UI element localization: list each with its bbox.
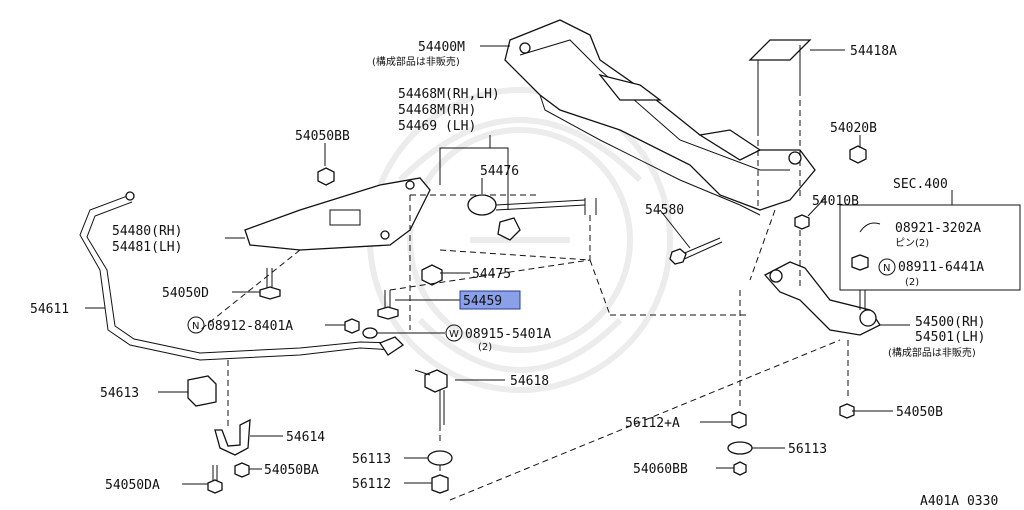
nut-54050BA[interactable]	[234, 462, 250, 478]
label-56112[interactable]: 56112	[352, 477, 391, 492]
label-08921-3202A[interactable]: 08921-3202A	[895, 221, 981, 236]
bolt-54050D[interactable]	[259, 268, 281, 300]
highlight-54459[interactable]	[459, 290, 521, 310]
label-56113-left[interactable]: 56113	[352, 452, 391, 467]
stabilizer-link-54618[interactable]	[414, 369, 448, 425]
watermark-emblem	[367, 87, 673, 393]
label-56112A[interactable]: 56112+A	[625, 416, 680, 431]
qty-08911: (2)	[905, 277, 919, 288]
label-08912-8401A[interactable]: 08912-8401A	[207, 319, 293, 334]
label-54050D[interactable]: 54050D	[162, 286, 209, 301]
label-54468M-rhlh[interactable]: 54468M(RH,LH)	[398, 87, 500, 102]
label-54469-lh[interactable]: 54469 (LH)	[398, 119, 476, 134]
label-08911-6441A[interactable]: 08911-6441A	[898, 260, 984, 275]
label-56113-right[interactable]: 56113	[788, 442, 827, 457]
qty-08915: (2)	[478, 342, 492, 353]
label-sec400[interactable]: SEC.400	[893, 177, 948, 192]
lower-arm-54500[interactable]	[763, 261, 881, 336]
marker-n-08911: N	[883, 263, 890, 274]
label-54020B[interactable]: 54020B	[830, 121, 877, 136]
bolt-54050DA[interactable]	[207, 465, 223, 494]
mount-56113-left[interactable]	[427, 450, 453, 466]
assembly-dashes	[199, 194, 849, 501]
bracket-54480[interactable]	[244, 177, 431, 251]
nut-54010B[interactable]	[794, 214, 810, 230]
label-54475[interactable]: 54475	[472, 267, 511, 282]
nut-08912-8401A[interactable]	[344, 318, 360, 334]
note-54500: (構成部品は非販売)	[888, 346, 976, 359]
label-54580[interactable]: 54580	[645, 203, 684, 218]
label-54500-rh[interactable]: 54500(RH)	[915, 315, 985, 330]
leader-lines	[85, 45, 953, 485]
bracket-54418A[interactable]	[748, 39, 812, 210]
nut-54020B[interactable]	[849, 145, 867, 164]
label-54459[interactable]: 54459	[463, 294, 502, 309]
label-54050DA[interactable]: 54050DA	[105, 478, 160, 493]
label-54476[interactable]: 54476	[480, 164, 519, 179]
sec400-box	[839, 204, 1021, 291]
nut-54050BB[interactable]	[317, 167, 335, 186]
washer-08915-5401A[interactable]	[362, 327, 378, 339]
stabilizer-bar-54611[interactable]	[79, 191, 405, 361]
note-54400M: (構成部品は非販売)	[372, 55, 460, 68]
label-54614[interactable]: 54614	[286, 430, 325, 445]
clamp-54614[interactable]	[214, 418, 251, 456]
label-54501-lh[interactable]: 54501(LH)	[915, 330, 985, 345]
part-54475[interactable]	[421, 264, 443, 286]
figure-code: A401A 0330	[920, 494, 998, 509]
label-54481-lh[interactable]: 54481(LH)	[112, 240, 182, 255]
subframe-54400M[interactable]	[504, 19, 816, 216]
label-54050BA[interactable]: 54050BA	[264, 463, 319, 478]
label-54050BB[interactable]: 54050BB	[295, 129, 350, 144]
bushing-54613[interactable]	[187, 375, 217, 407]
label-54050B[interactable]: 54050B	[896, 405, 943, 420]
bushing-56112[interactable]	[431, 474, 449, 494]
label-54468M-rh[interactable]: 54468M(RH)	[398, 103, 476, 118]
sub-08921: ピン(2)	[895, 237, 929, 249]
nut-54050B[interactable]	[839, 403, 855, 419]
label-54010B[interactable]: 54010B	[812, 194, 859, 209]
label-54611[interactable]: 54611	[30, 302, 69, 317]
label-54060BB[interactable]: 54060BB	[633, 462, 688, 477]
marker-w-08915: W	[449, 329, 459, 340]
bolt-54580[interactable]	[669, 237, 723, 265]
bolt-54459[interactable]	[377, 290, 399, 320]
label-54400M[interactable]: 54400M	[418, 40, 465, 55]
link-54468M[interactable]	[467, 194, 597, 260]
label-08915-5401A[interactable]: 08915-5401A	[465, 327, 551, 342]
label-54418A[interactable]: 54418A	[850, 44, 897, 59]
marker-n-08912: N	[192, 321, 199, 332]
label-54618[interactable]: 54618	[510, 374, 549, 389]
bushing-56112A[interactable]	[731, 411, 747, 429]
label-54613[interactable]: 54613	[100, 386, 139, 401]
mount-56113-right[interactable]	[727, 441, 753, 455]
label-54480-rh[interactable]: 54480(RH)	[112, 224, 182, 239]
nut-54060BB[interactable]	[733, 461, 747, 476]
